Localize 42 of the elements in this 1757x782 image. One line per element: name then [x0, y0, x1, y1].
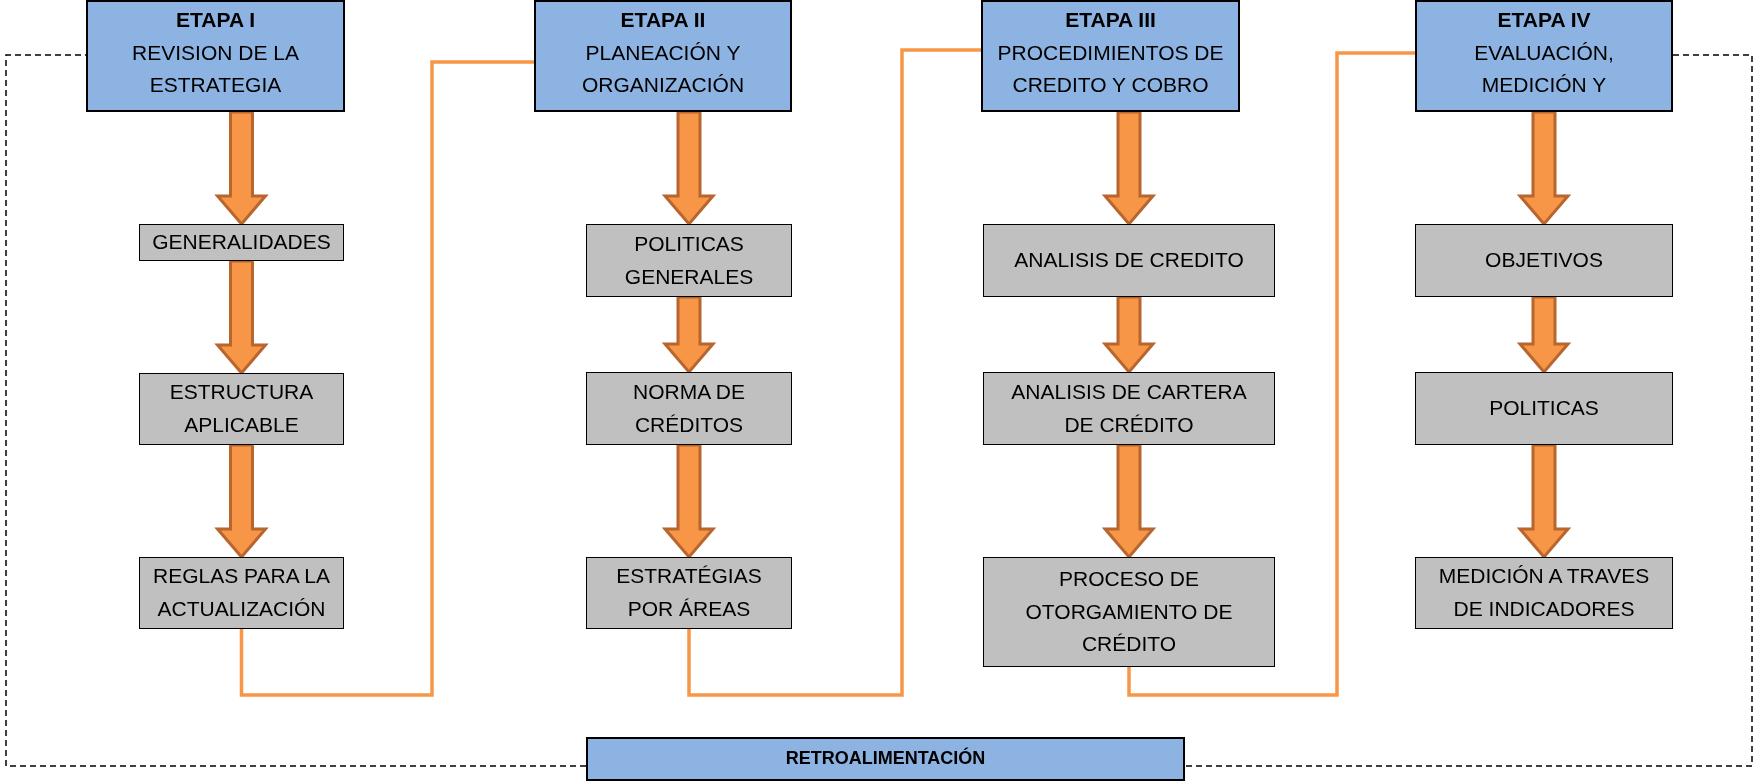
block-arrow — [214, 110, 269, 227]
stage-description: REVISION DE LA ESTRATEGIA — [131, 39, 300, 99]
process-box: PROCESO DE OTORGAMIENTO DE CRÉDITO — [983, 557, 1275, 667]
stage-description: EVALUACIÓN, MEDICIÓN Y — [1473, 39, 1615, 99]
stage-title: ETAPA I — [176, 7, 255, 33]
block-arrow — [661, 295, 717, 375]
process-box: POLITICAS — [1415, 372, 1673, 445]
block-arrow — [661, 110, 717, 227]
block-arrow — [214, 259, 269, 376]
stage-box — [981, 0, 1240, 112]
block-arrow — [1516, 295, 1572, 375]
process-box: REGLAS PARA LA ACTUALIZACIÓN — [139, 557, 344, 629]
connector-line — [239, 60, 534, 697]
process-box: ANALISIS DE CREDITO — [983, 224, 1275, 297]
stage-description: PLANEACIÓN Y ORGANIZACIÓN — [580, 39, 746, 99]
process-box: GENERALIDADES — [139, 224, 344, 261]
stage-box — [1415, 0, 1673, 112]
connector-line — [687, 48, 981, 697]
block-arrow — [1101, 295, 1157, 375]
process-box: ANALISIS DE CARTERA DE CRÉDITO — [983, 372, 1275, 445]
block-arrow — [214, 443, 269, 560]
block-arrow — [1516, 110, 1572, 227]
block-arrow — [1516, 443, 1572, 560]
process-box: OBJETIVOS — [1415, 224, 1673, 297]
stage-box — [534, 0, 792, 112]
stage-box — [86, 0, 345, 112]
connector-line — [1127, 51, 1415, 697]
dashed-connector — [1184, 54, 1753, 767]
process-box: ESTRATÉGIAS POR ÁREAS — [586, 557, 792, 629]
stage-title: ETAPA III — [1065, 7, 1156, 33]
block-arrow — [661, 443, 717, 560]
process-box: MEDICIÓN A TRAVES DE INDICADORES — [1415, 557, 1673, 629]
block-arrow — [1101, 443, 1157, 560]
dashed-connector — [5, 54, 587, 767]
feedback-box: RETROALIMENTACIÓN — [586, 737, 1185, 781]
process-box: POLITICAS GENERALES — [586, 224, 792, 297]
process-box: ESTRUCTURA APLICABLE — [139, 373, 344, 445]
block-arrow — [1101, 110, 1157, 227]
process-box: NORMA DE CRÉDITOS — [586, 372, 792, 445]
stage-title: ETAPA IV — [1497, 7, 1591, 33]
stage-description: PROCEDIMIENTOS DE CREDITO Y COBRO — [996, 39, 1225, 99]
stage-title: ETAPA II — [620, 7, 706, 33]
